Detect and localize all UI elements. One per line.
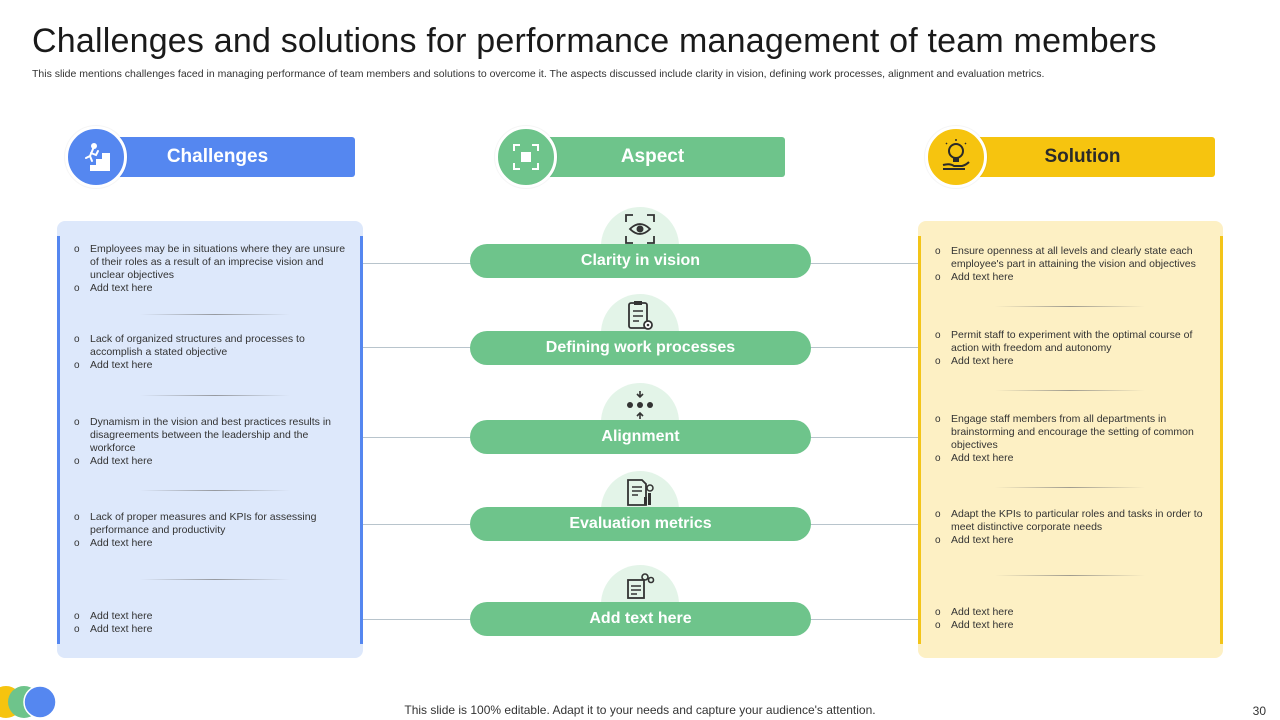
list-item: Permit staff to experiment with the opti… xyxy=(933,329,1213,355)
aspect-pill: Add text here xyxy=(470,602,811,636)
list-item: Add text here xyxy=(72,359,354,372)
list-item: Adapt the KPIs to particular roles and t… xyxy=(933,508,1213,534)
challenges-panel-edge-left xyxy=(57,236,60,644)
slide-subtitle: This slide mentions challenges faced in … xyxy=(32,68,1045,80)
divider xyxy=(995,306,1145,307)
stairs-climb-icon xyxy=(82,143,110,171)
solution-header: Solution xyxy=(960,137,1215,177)
eye-focus-icon xyxy=(625,214,655,244)
challenges-panel-edge-right xyxy=(360,236,363,644)
list-item: Ensure openness at all levels and clearl… xyxy=(933,245,1213,271)
challenges-header-circle xyxy=(65,126,127,188)
list-item: Add text here xyxy=(933,534,1213,547)
challenge-block: Employees may be in situations where the… xyxy=(72,243,354,295)
list-item: Add text here xyxy=(72,610,354,623)
challenge-block: Dynamism in the vision and best practice… xyxy=(72,416,354,468)
decorative-circles xyxy=(0,685,56,719)
lightbulb-hand-icon xyxy=(942,139,970,170)
page-number: 30 xyxy=(1252,704,1266,718)
report-chart-icon xyxy=(627,479,654,506)
list-item: Engage staff members from all department… xyxy=(933,413,1213,452)
divider xyxy=(995,487,1145,488)
solution-header-label: Solution xyxy=(1044,146,1121,167)
aspect-pill: Clarity in vision xyxy=(470,244,811,278)
document-gears-icon xyxy=(627,573,655,599)
list-item: Add text here xyxy=(933,606,1213,619)
divider xyxy=(995,575,1145,576)
challenge-block: Lack of organized structures and process… xyxy=(72,333,354,372)
clipboard-gear-icon xyxy=(628,301,653,330)
aspect-header-label: Aspect xyxy=(620,146,685,167)
list-item: Add text here xyxy=(72,623,354,636)
list-item: Add text here xyxy=(72,282,354,295)
alignment-icon xyxy=(627,391,653,419)
list-item: Add text here xyxy=(933,619,1213,632)
divider xyxy=(140,314,290,315)
solution-block: Engage staff members from all department… xyxy=(933,413,1213,465)
solution-block: Ensure openness at all levels and clearl… xyxy=(933,245,1213,284)
aspect-header: Aspect xyxy=(530,137,785,177)
list-item: Add text here xyxy=(933,452,1213,465)
challenge-block: Lack of proper measures and KPIs for ass… xyxy=(72,511,354,550)
aspect-pill: Defining work processes xyxy=(470,331,811,365)
list-item: Lack of organized structures and process… xyxy=(72,333,354,359)
list-item: Add text here xyxy=(72,537,354,550)
solutions-panel-edge-left xyxy=(918,236,921,644)
challenge-block: Add text here Add text here xyxy=(72,610,354,636)
aspect-header-circle xyxy=(495,126,557,188)
focus-box-icon xyxy=(513,144,539,170)
solution-block: Permit staff to experiment with the opti… xyxy=(933,329,1213,368)
footer-note: This slide is 100% editable. Adapt it to… xyxy=(404,703,876,717)
divider xyxy=(140,579,290,580)
divider xyxy=(995,390,1145,391)
challenges-header-label: Challenges xyxy=(166,146,269,167)
aspect-pill: Alignment xyxy=(470,420,811,454)
list-item: Lack of proper measures and KPIs for ass… xyxy=(72,511,354,537)
list-item: Add text here xyxy=(933,355,1213,368)
solutions-panel-edge-right xyxy=(1220,236,1223,644)
aspect-pill: Evaluation metrics xyxy=(470,507,811,541)
list-item: Employees may be in situations where the… xyxy=(72,243,354,282)
divider xyxy=(140,395,290,396)
slide-title: Challenges and solutions for performance… xyxy=(32,22,1157,60)
list-item: Add text here xyxy=(72,455,354,468)
solution-block: Add text here Add text here xyxy=(933,606,1213,632)
list-item: Dynamism in the vision and best practice… xyxy=(72,416,354,455)
challenges-header: Challenges xyxy=(100,137,355,177)
solution-header-circle xyxy=(925,126,987,188)
solution-block: Adapt the KPIs to particular roles and t… xyxy=(933,508,1213,547)
divider xyxy=(140,490,290,491)
list-item: Add text here xyxy=(933,271,1213,284)
